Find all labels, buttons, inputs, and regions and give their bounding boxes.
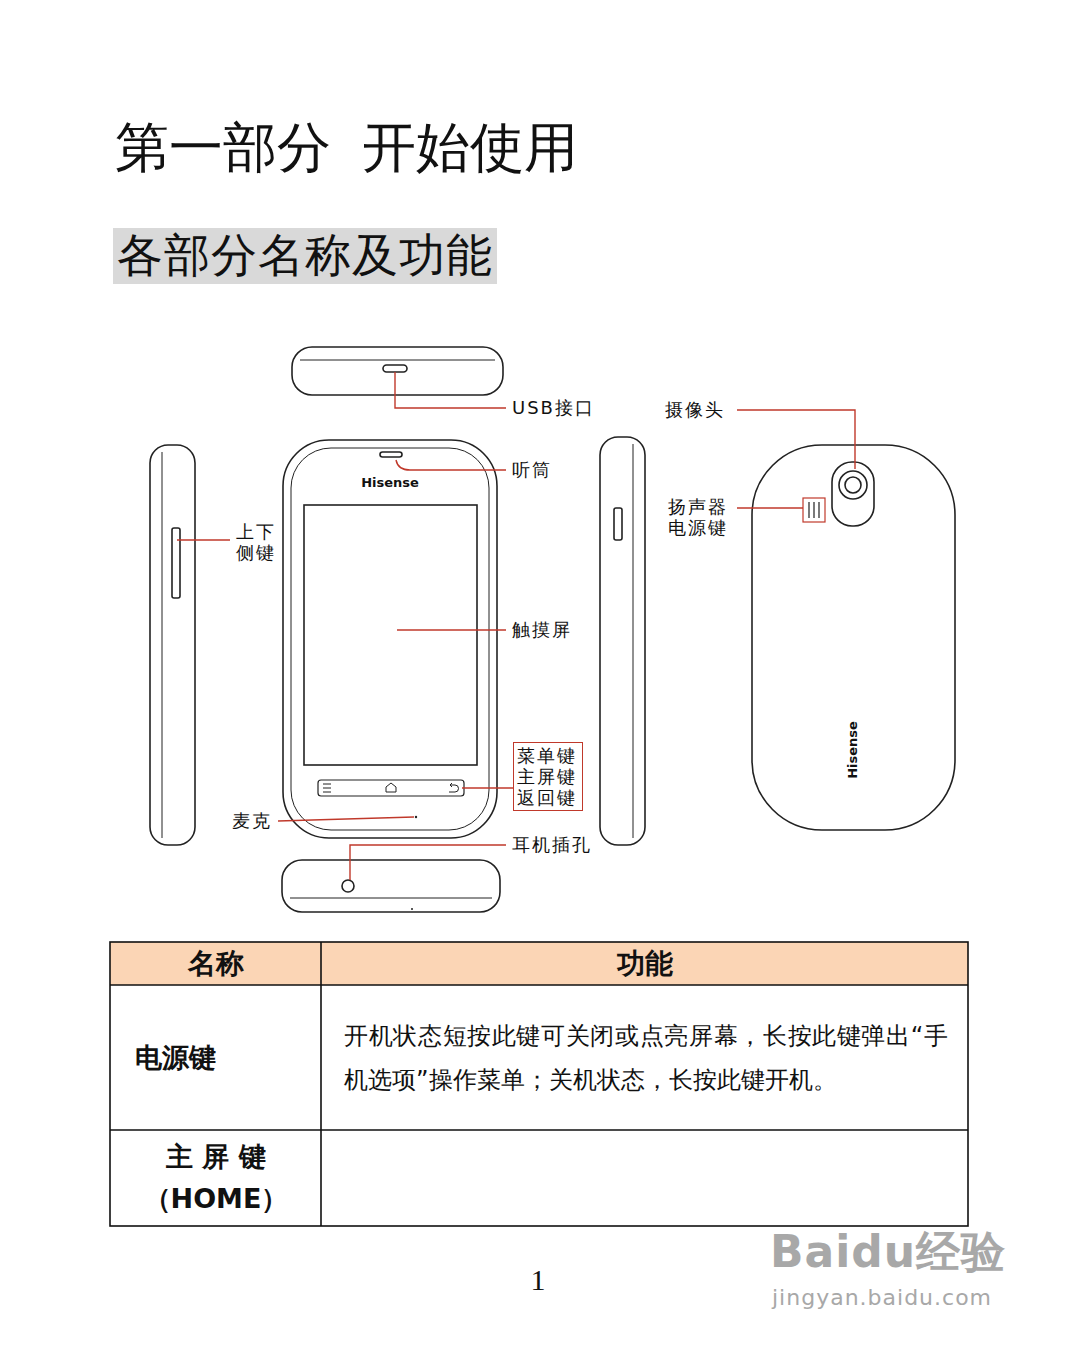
part-name: 触摸屏 — [512, 619, 572, 641]
page-title: 第一部分 开始使用 — [115, 112, 578, 185]
camera-lens — [839, 471, 867, 499]
part-name: 上下 侧键 — [236, 521, 282, 563]
table-cell: 开机状态短按此键可关闭或点亮屏幕，长按此键弹出“手机选项”操作菜单；关机状态，长… — [344, 985, 948, 1130]
left-side-view — [150, 445, 195, 845]
bottom-view — [282, 860, 500, 912]
watermark: Baidu经验 — [770, 1226, 1006, 1278]
home-icon — [386, 783, 396, 792]
brand-logo: Hisense — [845, 721, 861, 779]
back-icon — [449, 783, 459, 792]
part-name: 摄像头 — [665, 399, 725, 421]
node-text: 菜单键 主屏键 返回键 — [517, 745, 579, 808]
part-name: 电源键 — [668, 517, 728, 539]
back-view — [752, 445, 955, 830]
usb-port — [383, 365, 407, 372]
table-cell: 电源键 — [135, 985, 305, 1130]
table-cell: 主 屏 键 （HOME） — [120, 1130, 312, 1226]
leader-lines — [177, 372, 855, 880]
part-name: 耳机插孔 — [512, 834, 592, 856]
headphone-jack — [342, 880, 354, 892]
volume-key — [172, 528, 180, 598]
menu-icon — [323, 784, 331, 792]
part-name: 扬声器 — [668, 496, 728, 518]
page-number: 1 — [531, 1262, 546, 1298]
table-grid — [110, 942, 968, 1226]
mic-hole — [415, 816, 417, 818]
button-label-box: 菜单键 主屏键 返回键 — [513, 742, 583, 811]
part-name: 麦克 — [232, 810, 272, 832]
node-text: 各部分名称及功能 — [117, 230, 493, 280]
speaker-grille — [803, 498, 825, 522]
camera-module — [832, 462, 874, 526]
section-heading-band: 各部分名称及功能 — [113, 228, 497, 284]
right-side-view — [600, 437, 645, 845]
part-name: 听筒 — [512, 459, 552, 481]
touch-screen — [304, 505, 477, 765]
brand-logo: Hisense — [361, 475, 419, 491]
power-key — [614, 508, 622, 540]
watermark: jingyan.baidu.com — [772, 1284, 992, 1312]
part-name: USB接口 — [512, 397, 595, 419]
table-header: 功能 — [321, 942, 968, 985]
front-view — [283, 440, 497, 838]
earpiece — [380, 452, 402, 457]
table-header: 名称 — [110, 942, 321, 985]
top-view — [292, 347, 503, 395]
